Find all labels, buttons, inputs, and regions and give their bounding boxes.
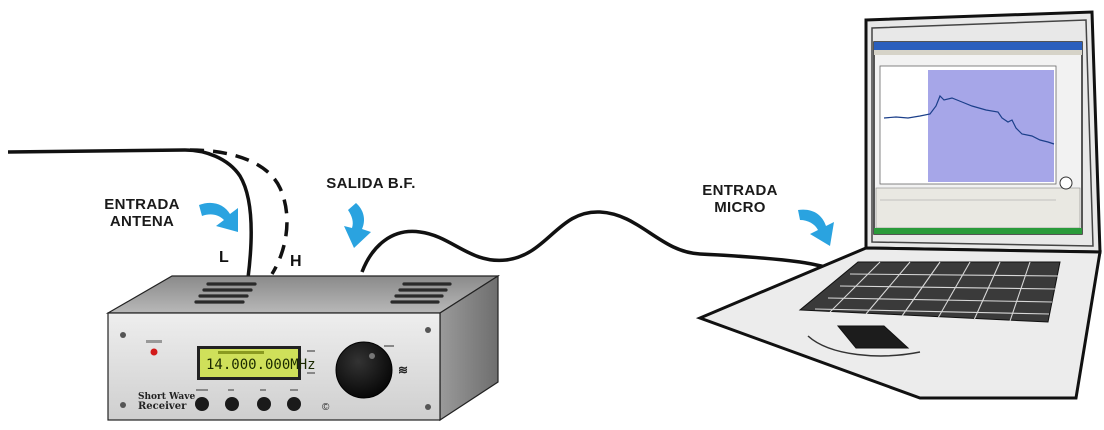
screw-icon [425,404,431,410]
screw-icon [120,332,126,338]
curved-arrow-icon [798,210,834,246]
curved-arrow-icon [199,203,238,232]
receiver-button [257,397,271,411]
power-led-label [146,340,162,343]
spectrum-plot-highlight [928,70,1054,182]
label-entrada-antena: ENTRADA ANTENA [92,196,192,230]
receiver-button [287,397,301,411]
receiver-brand-mark: © [322,402,330,413]
label-entrada-antena-line2: ANTENA [92,213,192,230]
antenna-low-label: L [219,249,229,267]
receiver-logo-mark: ≋ [398,363,408,377]
power-led-icon [151,349,158,356]
receiver-brand: Short Wave Receiver [138,392,195,412]
label-entrada-antena-line1: ENTRADA [92,196,192,213]
receiver-brand-line2: Receiver [138,402,195,412]
label-entrada-micro-line1: ENTRADA [690,182,790,199]
screw-icon [120,402,126,408]
label-salida-bf: SALIDA B.F. [306,175,436,192]
label-salida-bf-text: SALIDA B.F. [306,175,436,192]
antenna-high-label: H [290,253,302,271]
receiver-button [195,397,209,411]
tuning-knob-icon [336,342,392,398]
label-entrada-micro-line2: MICRO [690,199,790,216]
receiver-button [225,397,239,411]
audio-cable [362,212,840,272]
label-entrada-micro: ENTRADA MICRO [690,182,790,216]
screen-dial-icon [1060,177,1072,189]
curved-arrow-icon [344,203,371,248]
frequency-display: 14.000.000MHz [206,357,316,373]
screw-icon [425,327,431,333]
